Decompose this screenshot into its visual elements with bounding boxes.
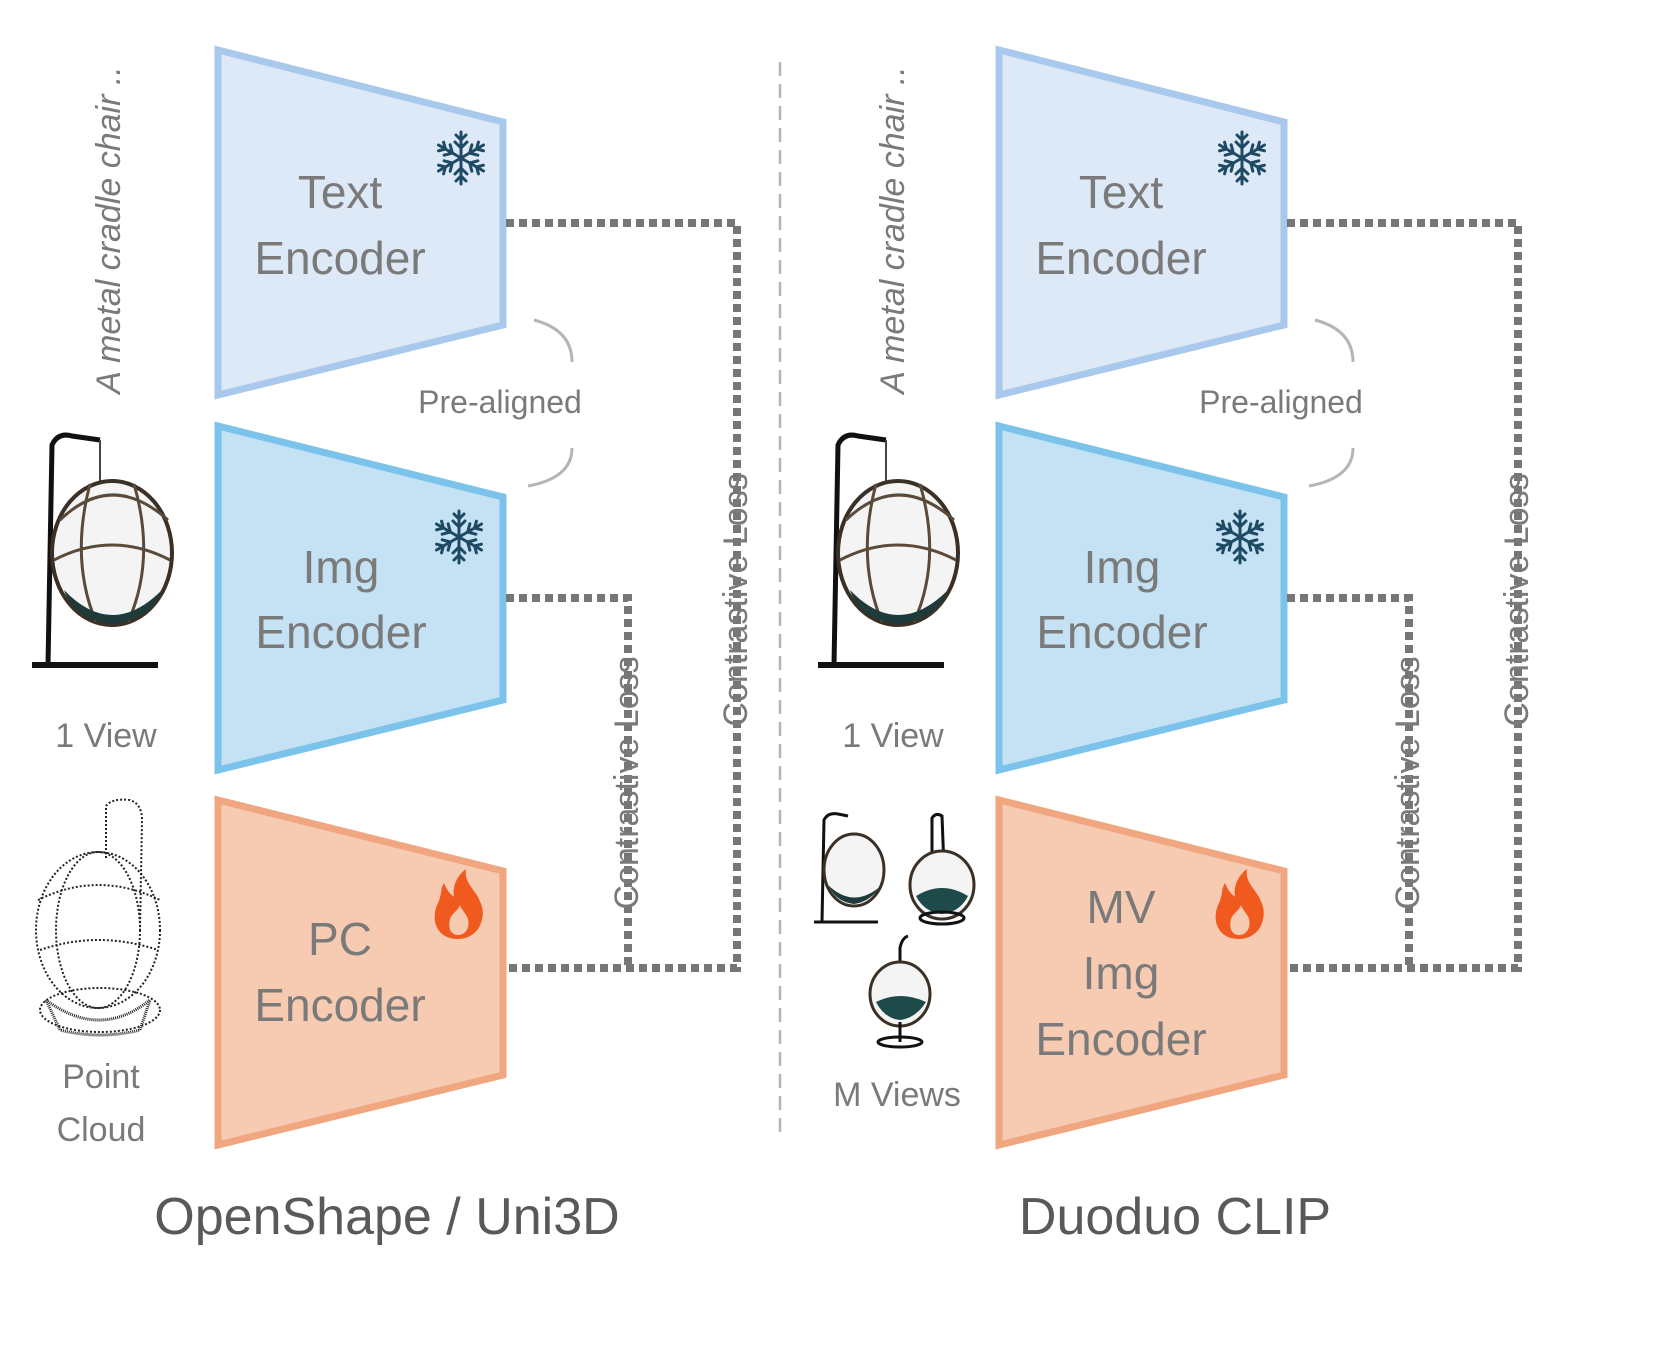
img-encoder-block bbox=[214, 421, 507, 775]
mv-img-encoder-block bbox=[995, 795, 1288, 1150]
pre-aligned-label: Pre-aligned bbox=[418, 384, 582, 420]
multi-view-chair-images bbox=[814, 812, 976, 1049]
single-view-chair-image bbox=[32, 432, 174, 668]
m-views-label: M Views bbox=[833, 1076, 961, 1114]
inner-loss-line bbox=[1287, 594, 1413, 968]
mv-img-encoder-label: Img bbox=[1083, 947, 1160, 999]
text-encoder-label: Text bbox=[298, 166, 383, 218]
pre-aligned-label: Pre-aligned bbox=[1199, 384, 1363, 420]
pre-aligned-arc-top bbox=[533, 318, 574, 363]
outer-loss-line bbox=[506, 219, 741, 972]
pre-aligned-arc-top bbox=[1314, 318, 1355, 363]
img-encoder-block bbox=[995, 421, 1288, 775]
text-encoder-label: Encoder bbox=[1035, 232, 1206, 284]
mv-img-encoder-label: Encoder bbox=[1035, 1013, 1206, 1065]
text-encoder-block bbox=[214, 45, 507, 400]
chair-view-2 bbox=[908, 812, 976, 926]
pc-encoder-label: Encoder bbox=[254, 979, 425, 1031]
outer-contrastive-loss-label: Contrastive Loss bbox=[1498, 473, 1536, 726]
view-label: 1 View bbox=[842, 717, 944, 755]
single-view-chair-image bbox=[818, 432, 960, 668]
text-input-caption: A metal cradle chair .. bbox=[90, 66, 128, 396]
chair-view-1 bbox=[814, 812, 886, 924]
chair-view-3 bbox=[868, 934, 932, 1049]
inner-contrastive-loss-label: Contrastive Loss bbox=[1389, 656, 1427, 909]
point-cloud-image bbox=[35, 798, 161, 1037]
outer-contrastive-loss-label: Contrastive Loss bbox=[717, 473, 755, 726]
inner-loss-line bbox=[506, 594, 632, 968]
panel-duoduo-clip: Text Encoder Img Encoder MV Img Encoder … bbox=[814, 45, 1536, 1246]
panel-openshape-uni3d: Text Encoder Img Encoder PC Encoder Pre-… bbox=[32, 45, 755, 1246]
pre-aligned-arc-bottom bbox=[1308, 447, 1355, 488]
point-cloud-label: Point bbox=[62, 1058, 140, 1096]
outer-loss-line bbox=[1287, 219, 1522, 972]
text-encoder-label: Encoder bbox=[254, 232, 425, 284]
img-encoder-label: Img bbox=[1084, 541, 1161, 593]
text-encoder-block bbox=[995, 45, 1288, 400]
img-encoder-label: Img bbox=[303, 541, 380, 593]
panel-caption: Duoduo CLIP bbox=[1019, 1188, 1331, 1246]
view-label: 1 View bbox=[55, 717, 157, 755]
point-cloud-label: Cloud bbox=[57, 1111, 146, 1149]
inner-contrastive-loss-label: Contrastive Loss bbox=[608, 656, 646, 909]
pc-encoder-label: PC bbox=[308, 913, 372, 965]
img-encoder-label: Encoder bbox=[1036, 606, 1207, 658]
pre-aligned-arc-bottom bbox=[527, 447, 574, 488]
text-input-caption: A metal cradle chair .. bbox=[874, 66, 912, 396]
pc-encoder-block bbox=[214, 795, 507, 1150]
img-encoder-label: Encoder bbox=[255, 606, 426, 658]
panel-caption: OpenShape / Uni3D bbox=[154, 1188, 619, 1246]
text-encoder-label: Text bbox=[1079, 166, 1164, 218]
mv-img-encoder-label: MV bbox=[1087, 881, 1156, 933]
